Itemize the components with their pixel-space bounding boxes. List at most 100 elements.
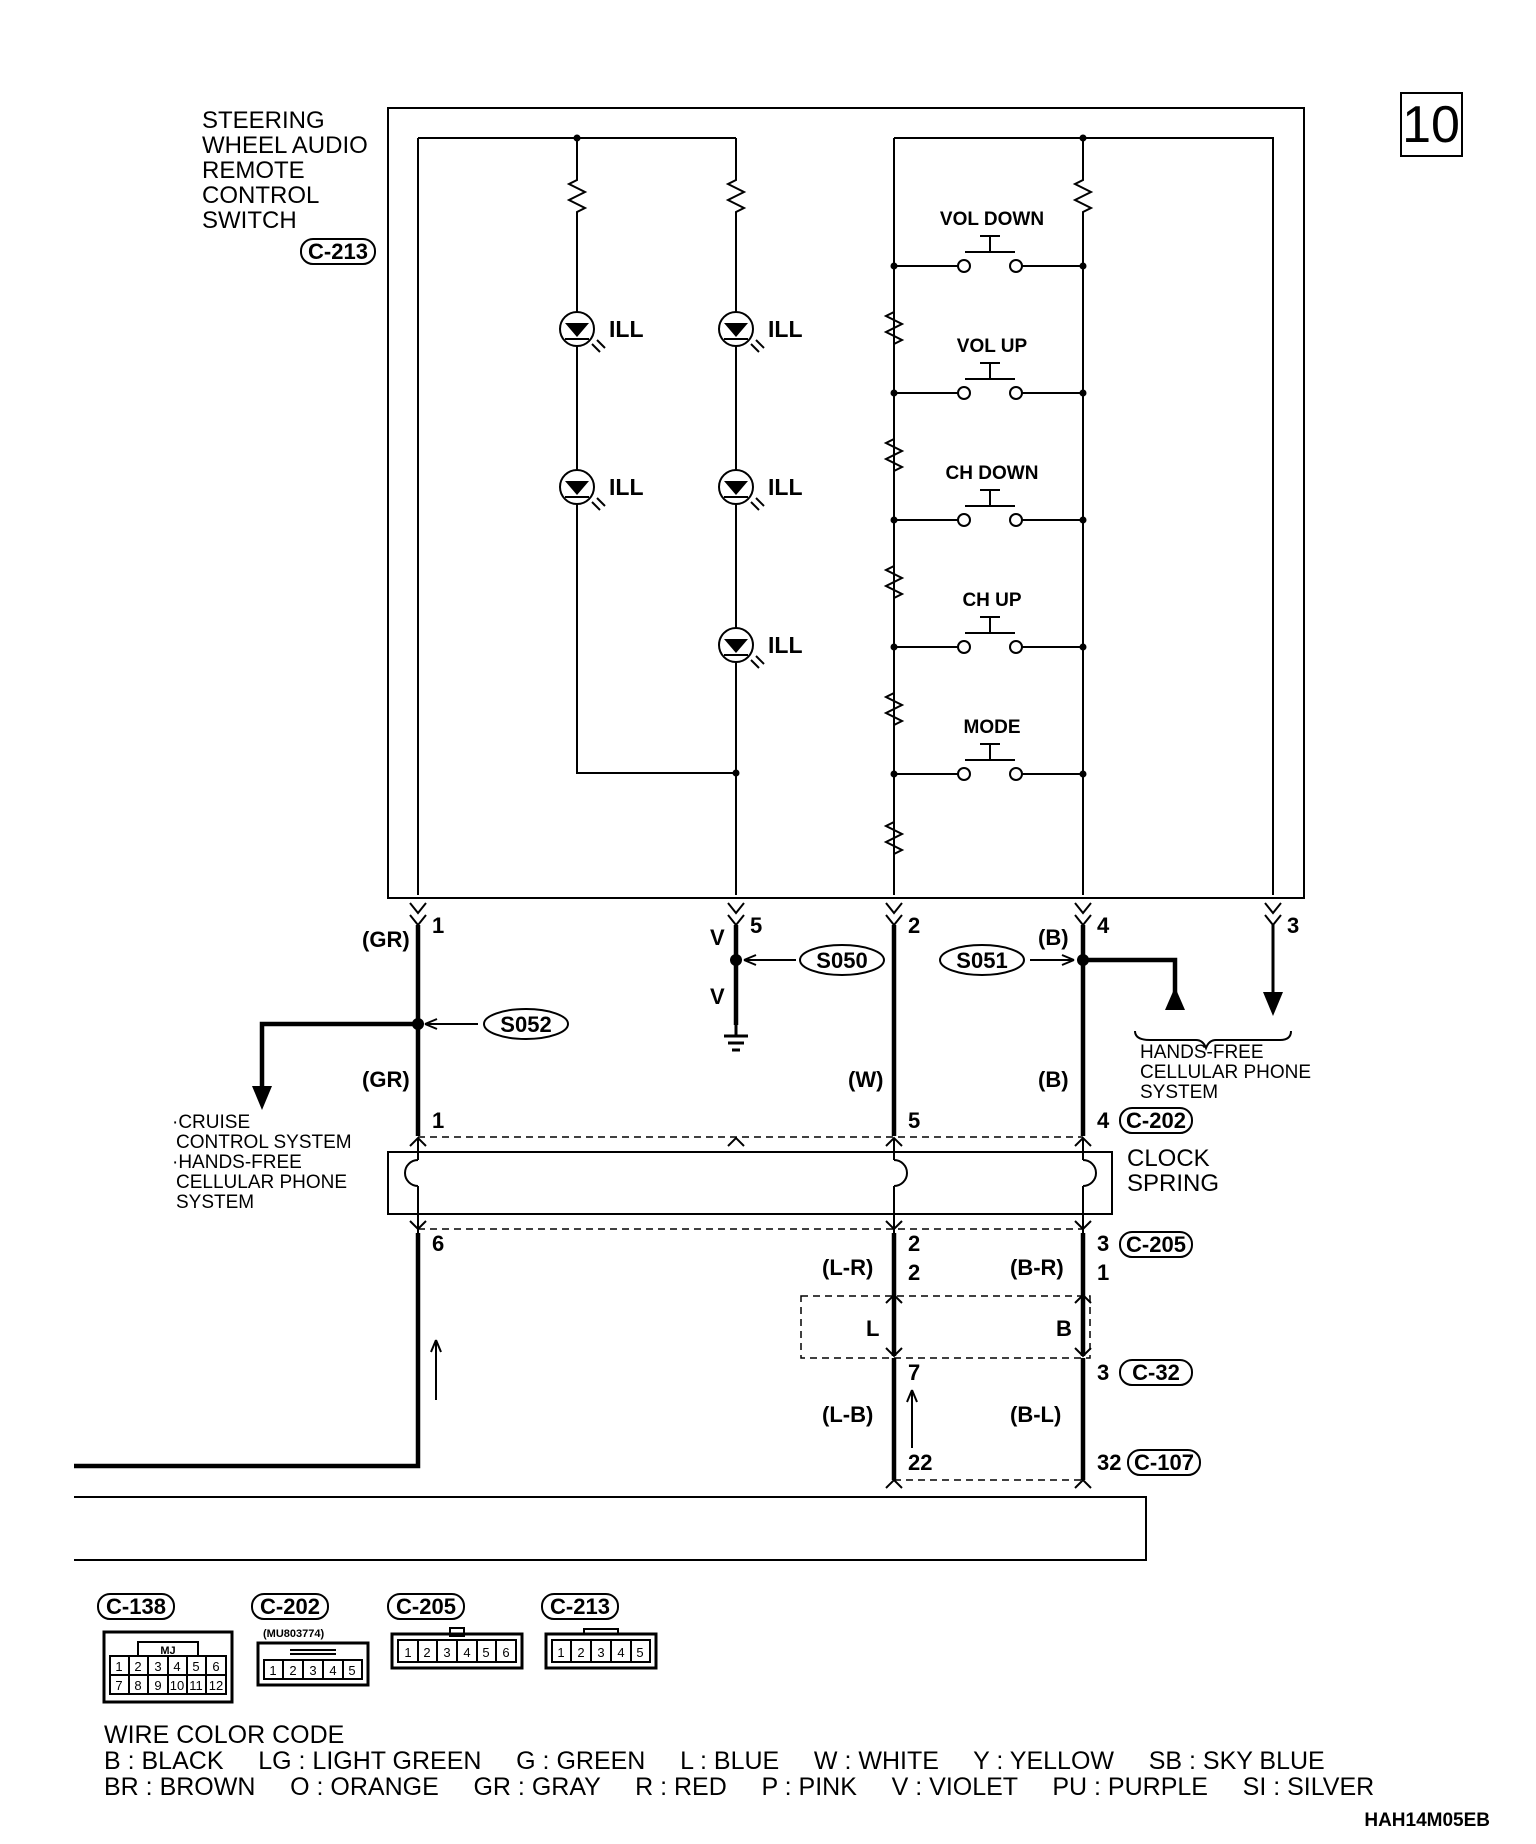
c202-pin-4: 4 [329, 1663, 336, 1678]
wire-color-code: WIRE COLOR CODE B : BLACK LG : LIGHT GRE… [104, 1721, 1374, 1801]
connector-c213-pins: 1 5 2 4 3 [409, 902, 1299, 938]
pin-cs-in-1: 1 [432, 1108, 444, 1133]
wire-color-bl: (B-L) [1010, 1402, 1061, 1427]
c138-pin-6: 6 [212, 1659, 219, 1674]
pin-2: 2 [908, 913, 920, 938]
hands-free-right-line-2: CELLULAR PHONE [1140, 1062, 1311, 1083]
c138-pin-11: 11 [189, 1678, 203, 1693]
page-number: 10 [1402, 96, 1460, 154]
pin-3: 3 [1287, 913, 1299, 938]
pin-c107-22: 22 [908, 1450, 932, 1475]
c205-pin-1: 1 [404, 1645, 411, 1660]
switch-mode-label: MODE [964, 717, 1021, 738]
pin-c32-out-3: 3 [1097, 1360, 1109, 1385]
switch-mode: MODE [890, 717, 1087, 781]
pin-c32-in-1: 1 [1097, 1260, 1109, 1285]
c202-pin-1: 1 [269, 1663, 276, 1678]
c202-pin-2: 2 [289, 1663, 296, 1678]
c213-pin-4: 4 [617, 1645, 624, 1660]
splice-s050 [799, 944, 885, 976]
pin-cs-in-5: 5 [908, 1108, 920, 1133]
hands-free-right-line-3: SYSTEM [1140, 1082, 1218, 1103]
connector-c32-label: C-32 [1132, 1360, 1180, 1385]
ill-led-2: ILL [559, 469, 644, 511]
connector-view-c205-label: C-205 [396, 1594, 456, 1619]
wire-pin3-hands-free: HANDS-FREE CELLULAR PHONE SYSTEM [1134, 925, 1311, 1103]
pin-1: 1 [432, 913, 444, 938]
pin-5: 5 [750, 913, 762, 938]
switch-vol-down: VOL DOWN [890, 209, 1087, 273]
splice-s052 [483, 1008, 569, 1040]
wire-color-gr-top: (GR) [362, 927, 410, 952]
wire-gr: (GR) (GR) S052 ·CRUISE CONTROL SYSTEM ·H… [172, 925, 569, 1213]
connector-c202-inline: 1 5 4 C-202 [409, 1107, 1193, 1147]
left-destination-line-5: SYSTEM [176, 1192, 254, 1213]
connector-view-c138-label: C-138 [106, 1594, 166, 1619]
splice-s051-label: S051 [956, 948, 1007, 973]
switch-vol-up: VOL UP [890, 336, 1087, 400]
component-label: STEERING WHEEL AUDIO REMOTE CONTROL SWIT… [202, 107, 376, 265]
illumination-circuit: ILL ILL ILL ILL ILL [417, 134, 803, 895]
left-destination-line-1: ·CRUISE [172, 1112, 250, 1133]
wire-color-code-title: WIRE COLOR CODE [104, 1721, 344, 1749]
connector-view-c213: C-213 1 2 3 4 5 [541, 1593, 658, 1670]
switch-ch-up-label: CH UP [962, 590, 1021, 611]
c138-pin-2: 2 [134, 1659, 141, 1674]
pin-cs-out-2: 2 [908, 1231, 920, 1256]
switch-vol-up-label: VOL UP [957, 336, 1028, 357]
ill-label-4: ILL [768, 474, 803, 500]
c138-pin-12: 12 [209, 1678, 223, 1693]
component-name-line-2: WHEEL AUDIO [202, 132, 368, 159]
switch-enclosure [387, 107, 1305, 899]
switch-ch-down-label: CH DOWN [946, 463, 1039, 484]
pin-c32-in-2: 2 [908, 1260, 920, 1285]
connector-c202-label: C-202 [1126, 1108, 1186, 1133]
wire-color-v-top: V [710, 925, 725, 950]
switch-circuit: VOL DOWN VOL UP CH DOWN CH UP MODE [883, 134, 1274, 895]
c213-pin-1: 1 [557, 1645, 564, 1660]
c213-pin-2: 2 [577, 1645, 584, 1660]
ill-led-1: ILL [559, 311, 644, 353]
pin-4: 4 [1097, 913, 1110, 938]
c138-pin-3: 3 [154, 1659, 161, 1674]
c202-pin-5: 5 [348, 1663, 355, 1678]
switch-ch-down: CH DOWN [890, 463, 1087, 527]
connector-view-c138: C-138 MJ 1 2 3 4 5 6 7 8 9 10 11 12 [97, 1593, 234, 1704]
splice-s051 [939, 944, 1025, 976]
ill-label-5: ILL [768, 632, 803, 658]
ill-led-3: ILL [718, 311, 803, 353]
wire-color-gr-mid: (GR) [362, 1067, 410, 1092]
connector-c205-label: C-205 [1126, 1232, 1186, 1257]
c205-pin-3: 3 [443, 1645, 450, 1660]
page-number-box: 10 [1400, 92, 1463, 157]
pin-cs-in-4: 4 [1097, 1108, 1110, 1133]
wire-v-ground: V V S050 [710, 925, 885, 1052]
wire-color-b-mid: (B) [1038, 1067, 1069, 1092]
c138-pin-5: 5 [192, 1659, 199, 1674]
splice-s052-label: S052 [500, 1012, 551, 1037]
connector-view-c202: C-202 (MU803774) 1 2 3 4 5 [251, 1593, 370, 1687]
clock-spring-line-1: CLOCK [1127, 1145, 1210, 1172]
pin-c107-32: 32 [1097, 1450, 1121, 1475]
wire-color-lb: (L-B) [822, 1402, 873, 1427]
ill-label-2: ILL [609, 474, 644, 500]
c213-pin-5: 5 [636, 1645, 643, 1660]
component-name-line-5: SWITCH [202, 207, 297, 234]
c138-pin-8: 8 [134, 1678, 141, 1693]
c138-pin-7: 7 [115, 1678, 122, 1693]
wires-lr-br: (L-R) (B-R) 2 1 L B 7 3 C-32 [800, 1233, 1193, 1386]
pin-c32-out-7: 7 [908, 1360, 920, 1385]
ill-led-5: ILL [718, 627, 803, 669]
c205-pin-6: 6 [502, 1645, 509, 1660]
c138-pin-9: 9 [154, 1678, 161, 1693]
pin-cs-out-3: 3 [1097, 1231, 1109, 1256]
component-name-line-1: STEERING [202, 107, 325, 134]
c205-pin-5: 5 [482, 1645, 489, 1660]
connector-view-c138-tag: MJ [160, 1645, 175, 1657]
left-destination-line-2: CONTROL SYSTEM [176, 1132, 352, 1153]
ill-label-1: ILL [609, 316, 644, 342]
ill-led-4: ILL [718, 469, 803, 511]
c205-pin-4: 4 [463, 1645, 470, 1660]
intermediate-harness-box [800, 1295, 1091, 1359]
